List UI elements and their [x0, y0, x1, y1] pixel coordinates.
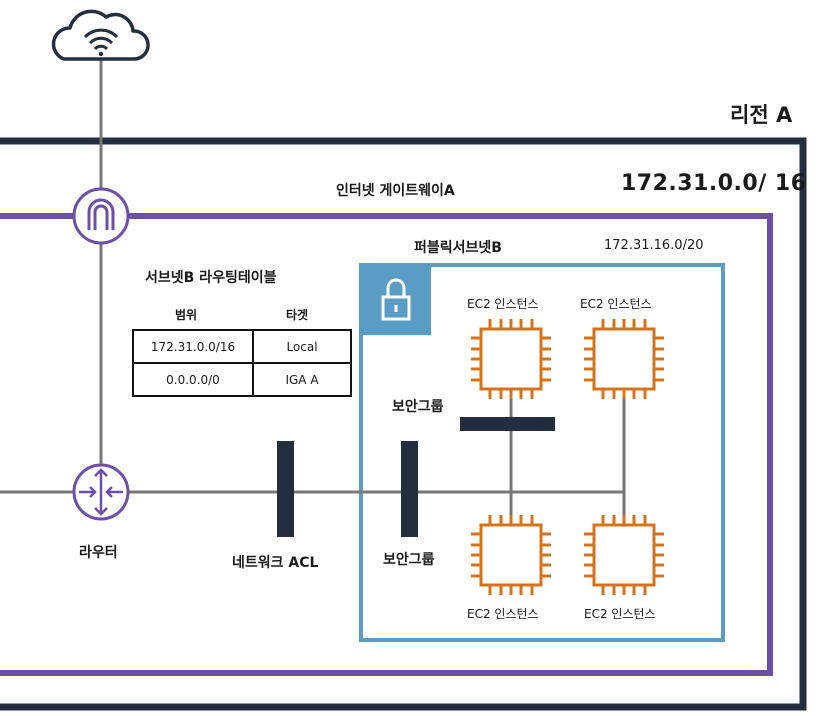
- ec2-instance-label: EC2 인스턴스: [467, 607, 539, 621]
- table-row: 0.0.0.0/0 IGA A: [132, 362, 352, 397]
- internet-gateway-icon[interactable]: [72, 187, 130, 245]
- cloud-wifi-icon: [51, 9, 150, 61]
- subnet-border: [359, 263, 725, 642]
- route-table: 172.31.0.0/16 Local 0.0.0.0/0 IGA A: [132, 329, 352, 397]
- table-row: 172.31.0.0/16 Local: [132, 329, 352, 364]
- vpc-border: [0, 213, 773, 676]
- route-table-title: 서브넷B 라우팅테이블: [145, 270, 277, 286]
- region-label: 리전 A: [730, 103, 793, 127]
- ec2-chip-icon[interactable]: [469, 513, 553, 597]
- route-table-col-range: 범위: [175, 308, 198, 322]
- router-icon[interactable]: [72, 463, 130, 521]
- ec2-instance-label: EC2 인스턴스: [467, 297, 539, 311]
- route-target-cell: Local: [252, 329, 352, 364]
- subnet-name: 퍼블릭서브넷B: [414, 240, 502, 256]
- network-acl-label: 네트워크 ACL: [232, 555, 319, 571]
- subnet-cidr: 172.31.16.0/20: [604, 238, 704, 253]
- ec2-chip-icon[interactable]: [582, 513, 666, 597]
- subnet-lock-badge: [359, 263, 431, 335]
- region-border: [0, 137, 807, 711]
- route-target-cell: IGA A: [252, 362, 352, 397]
- ec2-instance-label: EC2 인스턴스: [580, 297, 652, 311]
- security-group-label-top: 보안그룹: [392, 399, 444, 415]
- ec2-chip-icon[interactable]: [469, 317, 553, 401]
- route-table-col-target: 타겟: [286, 308, 309, 322]
- ec2-instance-label: EC2 인스턴스: [584, 607, 656, 621]
- vpc-cidr: 172.31.0.0/ 16: [621, 171, 807, 196]
- ec2-chip-icon[interactable]: [582, 317, 666, 401]
- security-group-label-bottom: 보안그룹: [383, 552, 435, 568]
- network-acl-bar: [277, 441, 294, 537]
- internet-gateway-label: 인터넷 게이트웨이A: [336, 183, 455, 199]
- security-group-bar-top: [460, 417, 555, 431]
- route-range-cell: 0.0.0.0/0: [132, 362, 254, 397]
- router-label: 라우터: [79, 545, 118, 561]
- security-group-bar-left: [401, 441, 418, 537]
- lock-icon: [381, 278, 411, 321]
- route-range-cell: 172.31.0.0/16: [132, 329, 254, 364]
